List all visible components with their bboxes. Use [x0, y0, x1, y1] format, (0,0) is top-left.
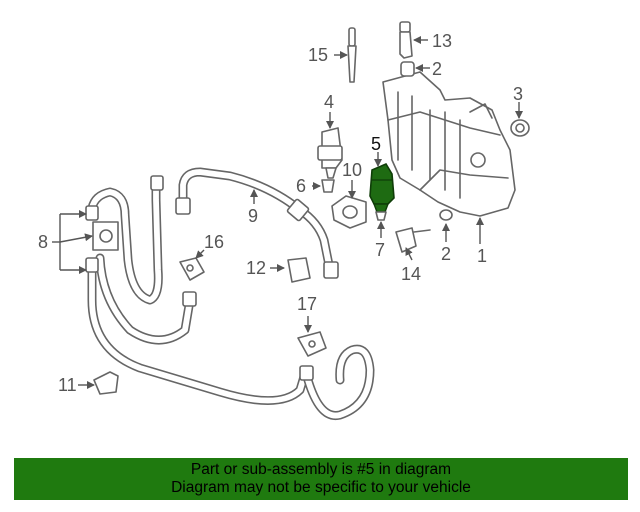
grommet-part-6 — [321, 179, 335, 193]
callout-8: 8 — [38, 232, 48, 252]
nozzle-part-17 — [297, 331, 327, 357]
callout-2-lower: 2 — [441, 244, 451, 264]
callout-6: 6 — [296, 176, 306, 196]
callout-labels: 1 2 2 3 4 5 6 7 8 9 10 11 12 13 14 15 16… — [38, 31, 523, 395]
washer-reservoir-part-1 — [382, 71, 516, 217]
grommet-part-3 — [510, 119, 530, 137]
callout-9: 9 — [248, 206, 258, 226]
hose-assembly-8 — [85, 175, 375, 421]
banner-line-2: Diagram may not be specific to your vehi… — [171, 479, 471, 496]
nozzle-part-16 — [179, 257, 205, 281]
sensor-part-14 — [395, 227, 431, 253]
clip-part-12 — [287, 257, 311, 283]
callout-10: 10 — [342, 160, 362, 180]
bracket-part-10 — [331, 195, 367, 229]
grommet-part-2-lower — [439, 209, 453, 221]
parts-diagram: 1 2 2 3 4 5 6 7 8 9 10 11 12 13 14 15 16… — [38, 21, 530, 421]
leader-lines — [52, 36, 523, 389]
hose-assembly-9 — [175, 167, 335, 275]
filler-neck-part-13 — [399, 21, 413, 59]
cap-part-2-top — [400, 61, 415, 77]
clip-part-11 — [93, 371, 119, 395]
callout-7: 7 — [375, 240, 385, 260]
tube-part-15 — [347, 27, 357, 83]
callout-14: 14 — [401, 264, 421, 284]
pump-part-4 — [317, 127, 343, 179]
callout-1: 1 — [477, 246, 487, 266]
callout-3: 3 — [513, 84, 523, 104]
callout-2-top: 2 — [432, 59, 442, 79]
callout-11: 11 — [58, 375, 77, 395]
callout-15: 15 — [308, 45, 328, 65]
part-info-banner: Part or sub-assembly is #5 in diagram Di… — [14, 458, 628, 500]
callout-17: 17 — [297, 294, 317, 314]
callout-16: 16 — [204, 232, 224, 252]
callout-13: 13 — [432, 31, 452, 51]
grommet-part-7 — [375, 211, 387, 221]
banner-line-1: Part or sub-assembly is #5 in diagram — [190, 461, 452, 478]
callout-4: 4 — [324, 92, 334, 112]
callout-5-highlighted: 5 — [371, 134, 381, 154]
pump-part-5-highlighted — [369, 162, 395, 213]
callout-12: 12 — [246, 258, 266, 278]
